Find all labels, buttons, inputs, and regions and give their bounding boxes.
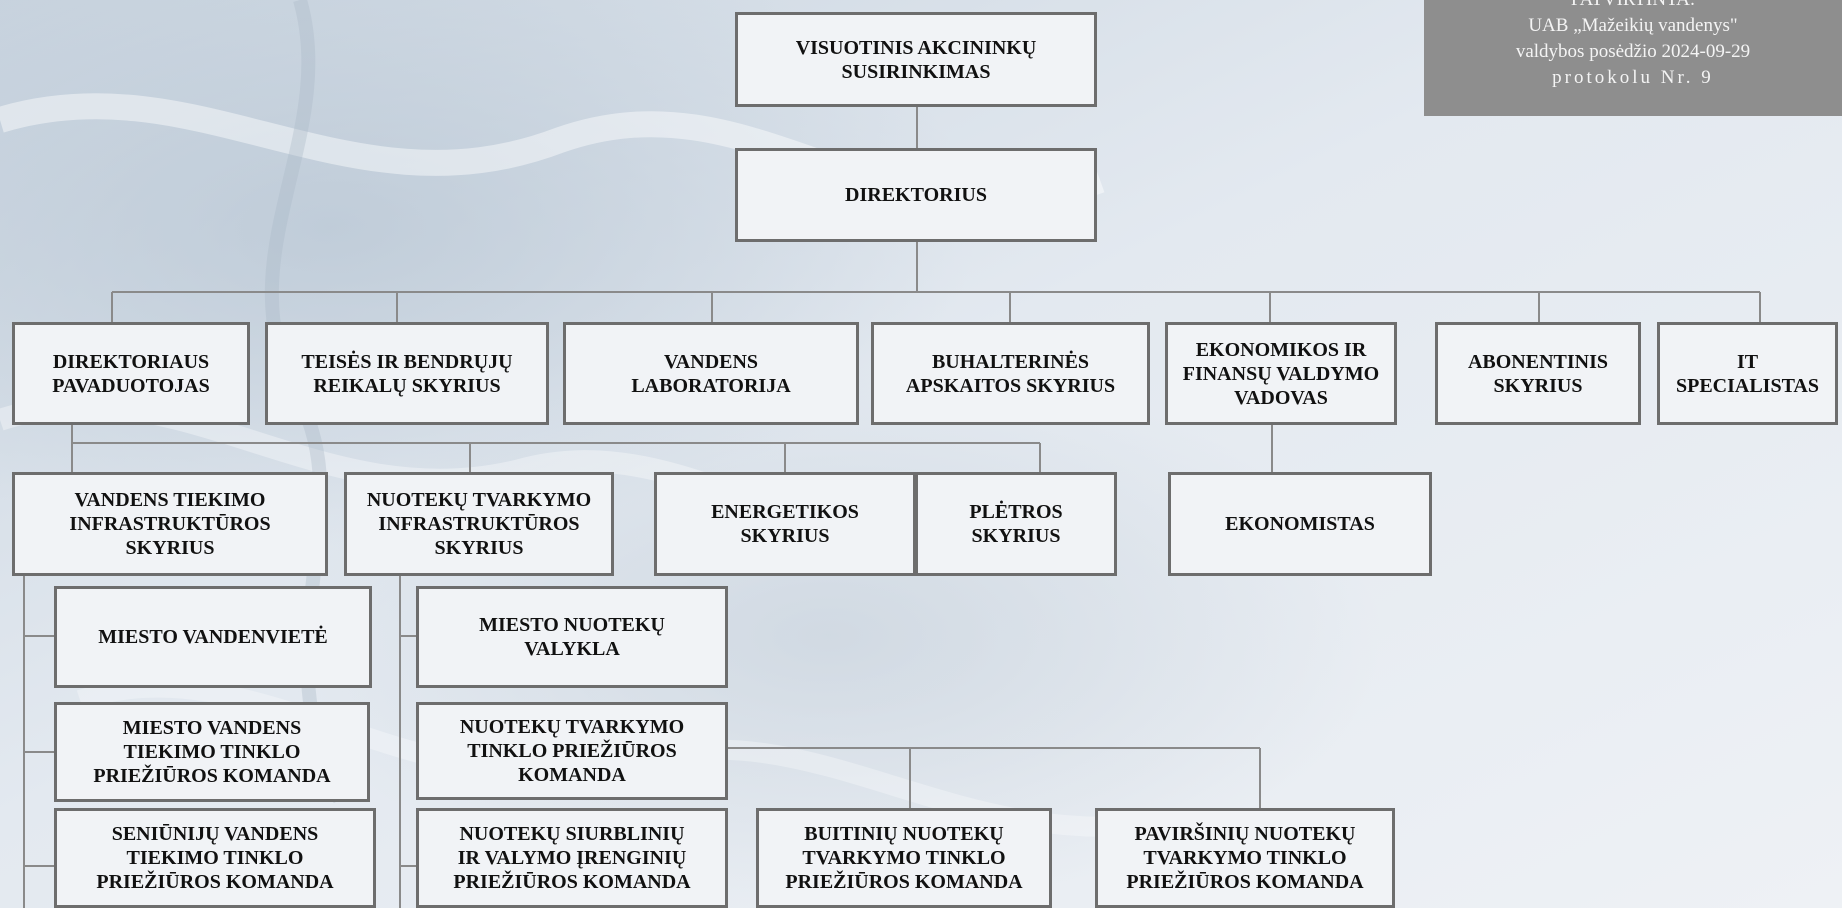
node-domestic-wastewater-team: BUITINIŲ NUOTEKŲ TVARKYMO TINKLO PRIEŽIŪ… xyxy=(756,808,1052,908)
node-development-department: PLĖTROS SKYRIUS xyxy=(915,472,1117,576)
node-finance-head: EKONOMIKOS IR FINANSŲ VALDYMO VADOVAS xyxy=(1165,322,1397,425)
approval-company: UAB „Mažeikių vandenys" xyxy=(1528,15,1738,36)
approval-stamp: PATVIRTINTA: UAB „Mažeikių vandenys" val… xyxy=(1424,0,1842,116)
node-water-infrastructure: VANDENS TIEKIMO INFRASTRUKTŪROS SKYRIUS xyxy=(12,472,328,576)
node-it-specialist: IT SPECIALISTAS xyxy=(1657,322,1838,425)
node-city-waterworks: MIESTO VANDENVIETĖ xyxy=(54,586,372,688)
node-accounting-department: BUHALTERINĖS APSKAITOS SKYRIUS xyxy=(871,322,1150,425)
node-city-wastewater-treatment: MIESTO NUOTEKŲ VALYKLA xyxy=(416,586,728,688)
node-shareholders-meeting: VISUOTINIS AKCININKŲ SUSIRINKIMAS xyxy=(735,12,1097,107)
approval-title: PATVIRTINTA: xyxy=(1424,0,1842,13)
node-director: DIREKTORIUS xyxy=(735,148,1097,242)
node-pumping-stations-team: NUOTEKŲ SIURBLINIŲ IR VALYMO ĮRENGINIŲ P… xyxy=(416,808,728,908)
node-subscriber-department: ABONENTINIS SKYRIUS xyxy=(1435,322,1641,425)
node-deputy-director: DIREKTORIAUS PAVADUOTOJAS xyxy=(12,322,250,425)
node-energy-department: ENERGETIKOS SKYRIUS xyxy=(654,472,916,576)
node-wastewater-infrastructure: NUOTEKŲ TVARKYMO INFRASTRUKTŪROS SKYRIUS xyxy=(344,472,614,576)
approval-protocol: protokolu Nr. 9 xyxy=(1552,67,1714,88)
node-water-laboratory: VANDENS LABORATORIJA xyxy=(563,322,859,425)
node-wastewater-network-team: NUOTEKŲ TVARKYMO TINKLO PRIEŽIŪROS KOMAN… xyxy=(416,702,728,800)
node-economist: EKONOMISTAS xyxy=(1168,472,1432,576)
node-rural-water-network-team: SENIŪNIJŲ VANDENS TIEKIMO TINKLO PRIEŽIŪ… xyxy=(54,808,376,908)
node-city-water-network-team: MIESTO VANDENS TIEKIMO TINKLO PRIEŽIŪROS… xyxy=(54,702,370,802)
approval-meeting: valdybos posėdžio 2024-09-29 xyxy=(1515,41,1751,62)
node-surface-wastewater-team: PAVIRŠINIŲ NUOTEKŲ TVARKYMO TINKLO PRIEŽ… xyxy=(1095,808,1395,908)
node-legal-department: TEISĖS IR BENDRŲJŲ REIKALŲ SKYRIUS xyxy=(265,322,549,425)
